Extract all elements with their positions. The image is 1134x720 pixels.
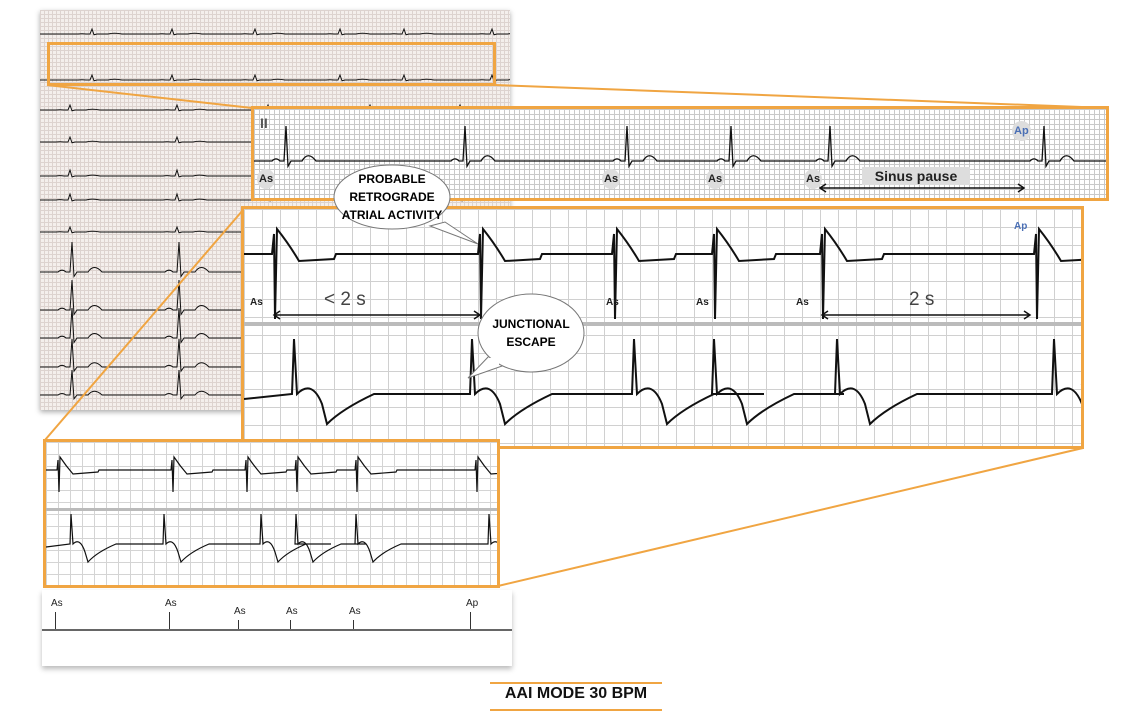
callout-retrograde-atrial-activity: PROBABLE RETROGRADE ATRIAL ACTIVITY [341,172,443,222]
title-rule-top [490,682,662,684]
marker-baseline [42,629,512,631]
as-marker: As [349,606,361,617]
marker-tick [290,620,291,629]
as-marker: As [804,169,823,189]
channel-divider [46,508,497,511]
ecg-lead-trace [40,73,510,82]
marker-tick [238,620,239,629]
ap-marker: Ap [1014,221,1028,232]
callout-junctional-escape: JUNCTIONAL ESCAPE [492,317,570,349]
as-marker: As [250,297,263,308]
sinus-pause-label: Sinus pause [862,167,970,185]
interval-arrow [818,183,1026,193]
as-marker: As [165,598,177,609]
as-marker: As [796,297,809,308]
as-marker: As [602,169,621,189]
zoomed-egm-panel: As As As As Ap < 2 s 2 s [241,206,1084,449]
interval-arrow [272,310,482,320]
highlight-box-rhythm-strip [47,42,496,86]
atrial-egm-trace [46,455,497,493]
marker-tick [353,620,354,629]
egm-overview-panel [43,439,500,588]
as-marker: As [234,606,246,617]
interval-right-label: 2 s [909,289,935,310]
ventricular-egm-trace [46,513,497,564]
interval-left-label: < 2 s [324,289,366,310]
marker-tick [470,612,471,629]
ecg-lead-trace [40,27,510,36]
lead-ii-trace [254,125,1106,193]
lead-ii-trace [254,125,1106,169]
lead-label: II [260,115,268,131]
marker-tick [169,612,170,629]
atrial-egm-trace [244,226,1081,320]
as-marker: As [696,297,709,308]
interval-arrow [820,310,1032,320]
as-marker: As [606,297,619,308]
egm-overview-traces [46,455,497,564]
as-marker: As [286,606,298,617]
figure-title: AAI MODE 30 BPM [504,685,648,702]
ap-marker: Ap [466,598,479,609]
ventricular-egm-trace [244,338,1081,426]
title-rule-bottom [490,709,662,711]
as-marker: As [51,598,63,609]
as-marker: As [706,169,725,189]
as-marker: As [257,169,276,189]
ap-marker: Ap [1012,121,1031,141]
egm-traces [244,226,1081,426]
channel-divider [244,322,1081,326]
marker-tick [55,612,56,629]
